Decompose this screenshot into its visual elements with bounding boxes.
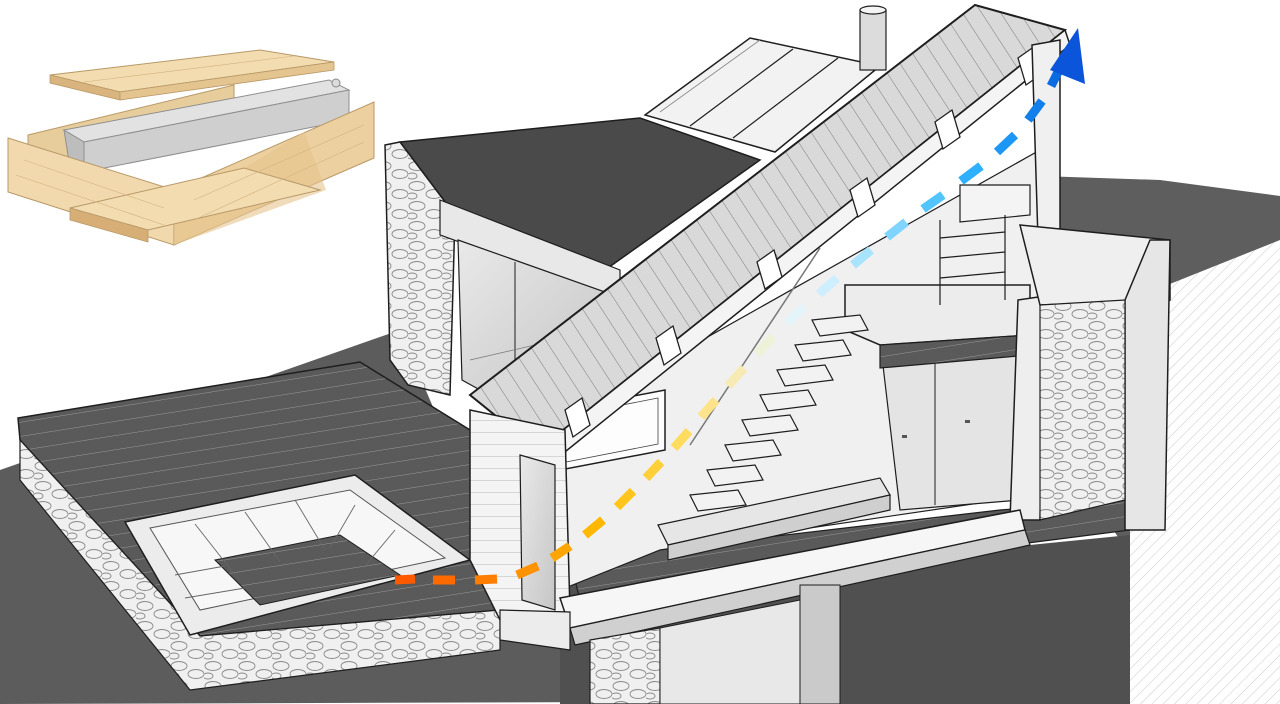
chimney — [859, 5, 887, 71]
gutter-detail-inset — [7, 49, 375, 246]
section-cut — [469, 39, 1171, 704]
mezzanine-loft — [844, 184, 1031, 369]
tray-outlet-icon — [331, 78, 341, 88]
timber-gutter-exploded — [7, 49, 375, 246]
sunken-lounge — [123, 474, 472, 636]
wood-grain — [15, 55, 365, 226]
solar-panels — [643, 37, 882, 153]
airflow-path — [394, 28, 1085, 585]
loft-ladder — [939, 215, 1006, 305]
airflow-arrowhead — [1050, 28, 1085, 84]
floating-staircase — [657, 247, 891, 561]
